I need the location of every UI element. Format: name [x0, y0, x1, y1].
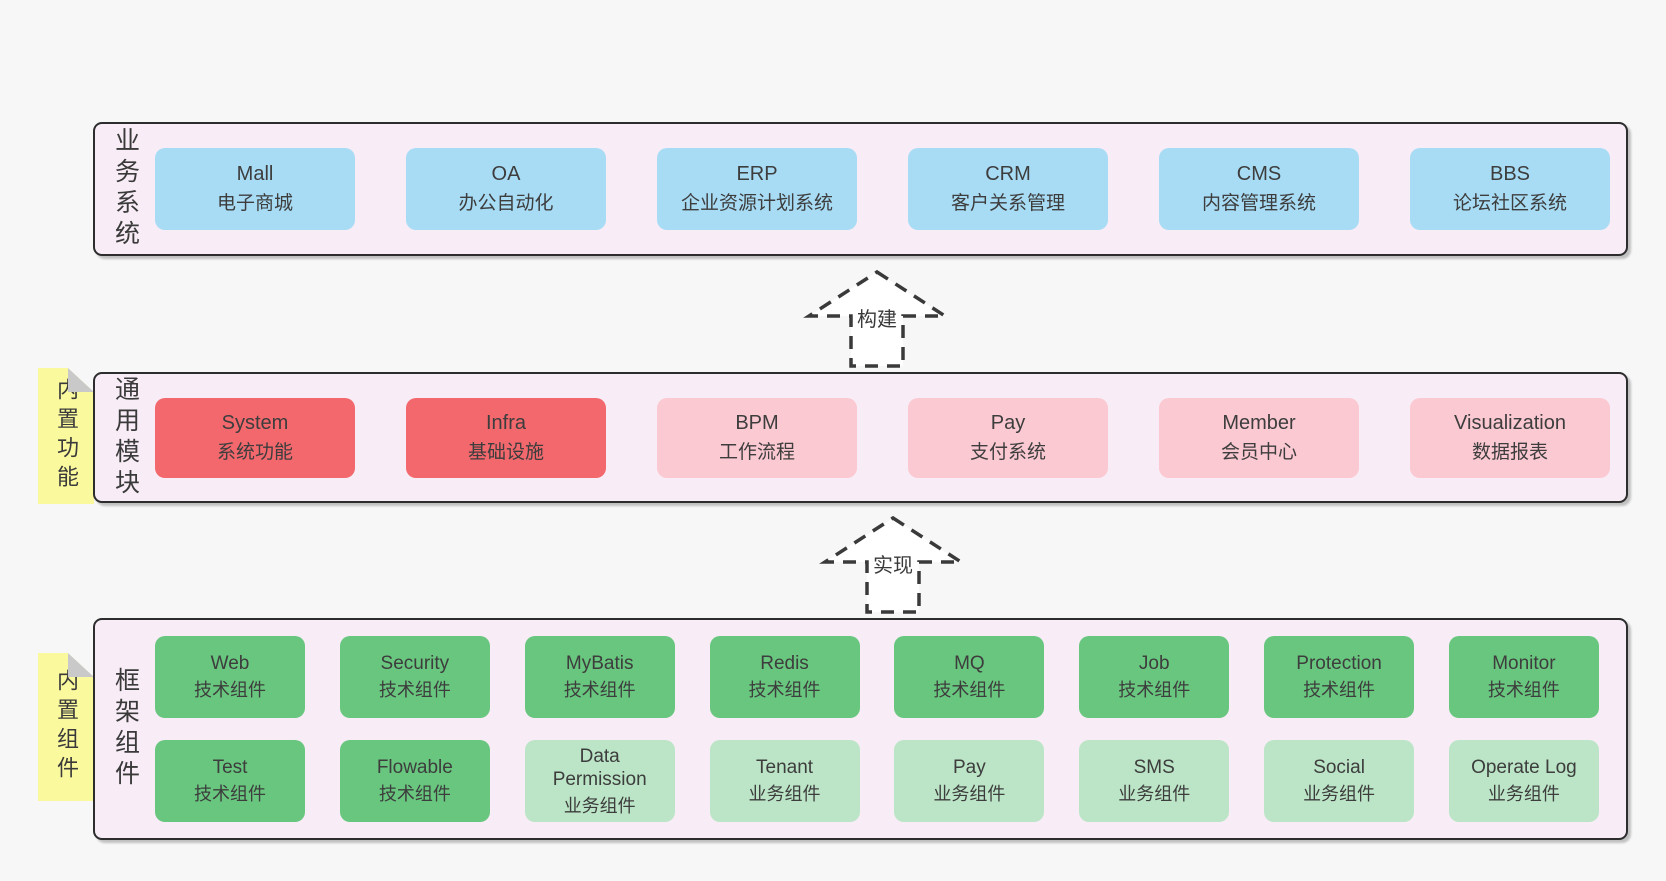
box-redis: Redis 技术组件 [709, 636, 860, 718]
box-web: Web 技术组件 [155, 636, 305, 718]
box-infra: Infra 基础设施 [406, 397, 606, 478]
component-row-1: Web 技术组件 Security 技术组件 MyBatis 技术组件 Redi… [155, 636, 1599, 718]
panel-label: 业务系统 [95, 124, 155, 254]
panel-row: Mall 电子商城 OA 办公自动化 ERP 企业资源计划系统 CRM 客户关系… [155, 124, 1626, 254]
box-visualization: Visualization 数据报表 [1410, 397, 1610, 478]
panel-framework-components: 框架组件 Web 技术组件 Security 技术组件 MyBatis 技术组件… [93, 618, 1628, 840]
folded-corner-icon [68, 653, 94, 677]
box-security: Security 技术组件 [339, 636, 490, 718]
sticky-note-label: 内置组件 [54, 669, 79, 785]
panel-label-text: 业务系统 [111, 127, 140, 251]
box-oa: OA 办公自动化 [406, 148, 606, 230]
component-row-2: Test 技术组件 Flowable 技术组件 Data Permission … [155, 740, 1599, 822]
box-member: Member 会员中心 [1159, 397, 1359, 478]
box-sms: SMS 业务组件 [1079, 740, 1230, 822]
dashed-up-arrow-build: 构建 [803, 269, 951, 368]
box-social: Social 业务组件 [1264, 740, 1415, 822]
panel-row: System 系统功能 Infra 基础设施 BPM 工作流程 Pay 支付系统… [155, 374, 1626, 501]
folded-corner-icon [68, 368, 94, 392]
box-system: System 系统功能 [155, 397, 355, 478]
panel-label: 框架组件 [95, 620, 155, 838]
dashed-up-arrow-implement: 实现 [819, 515, 967, 614]
arrow-label: 实现 [871, 549, 915, 578]
box-test: Test 技术组件 [155, 740, 305, 822]
panel-body: Web 技术组件 Security 技术组件 MyBatis 技术组件 Redi… [155, 620, 1626, 838]
box-crm: CRM 客户关系管理 [908, 148, 1108, 230]
box-cms: CMS 内容管理系统 [1159, 148, 1359, 230]
box-pay-component: Pay 业务组件 [894, 740, 1045, 822]
box-job: Job 技术组件 [1079, 636, 1230, 718]
box-bbs: BBS 论坛社区系统 [1410, 148, 1610, 230]
box-mq: MQ 技术组件 [894, 636, 1045, 718]
panel-business-systems: 业务系统 Mall 电子商城 OA 办公自动化 ERP 企业资源计划系统 CRM… [93, 122, 1628, 256]
panel-label-text: 框架组件 [111, 667, 140, 791]
box-flowable: Flowable 技术组件 [339, 740, 490, 822]
sticky-note-built-in-features: 内置功能 [38, 368, 94, 504]
sticky-note-built-in-components: 内置组件 [38, 653, 94, 801]
box-mall: Mall 电子商城 [155, 148, 355, 230]
arrow-label: 构建 [855, 303, 899, 332]
box-pay: Pay 支付系统 [908, 397, 1108, 478]
panel-label-text: 通用模块 [111, 375, 140, 500]
box-bpm: BPM 工作流程 [657, 397, 857, 478]
panel-common-modules: 通用模块 System 系统功能 Infra 基础设施 BPM 工作流程 Pay… [93, 372, 1628, 503]
box-monitor: Monitor 技术组件 [1448, 636, 1599, 718]
box-tenant: Tenant 业务组件 [709, 740, 860, 822]
panel-label: 通用模块 [95, 374, 155, 501]
box-mybatis: MyBatis 技术组件 [524, 636, 675, 718]
box-erp: ERP 企业资源计划系统 [657, 148, 857, 230]
box-data-permission: Data Permission 业务组件 [524, 740, 675, 822]
box-operate-log: Operate Log 业务组件 [1448, 740, 1599, 822]
box-protection: Protection 技术组件 [1264, 636, 1415, 718]
sticky-note-label: 内置功能 [54, 378, 79, 494]
